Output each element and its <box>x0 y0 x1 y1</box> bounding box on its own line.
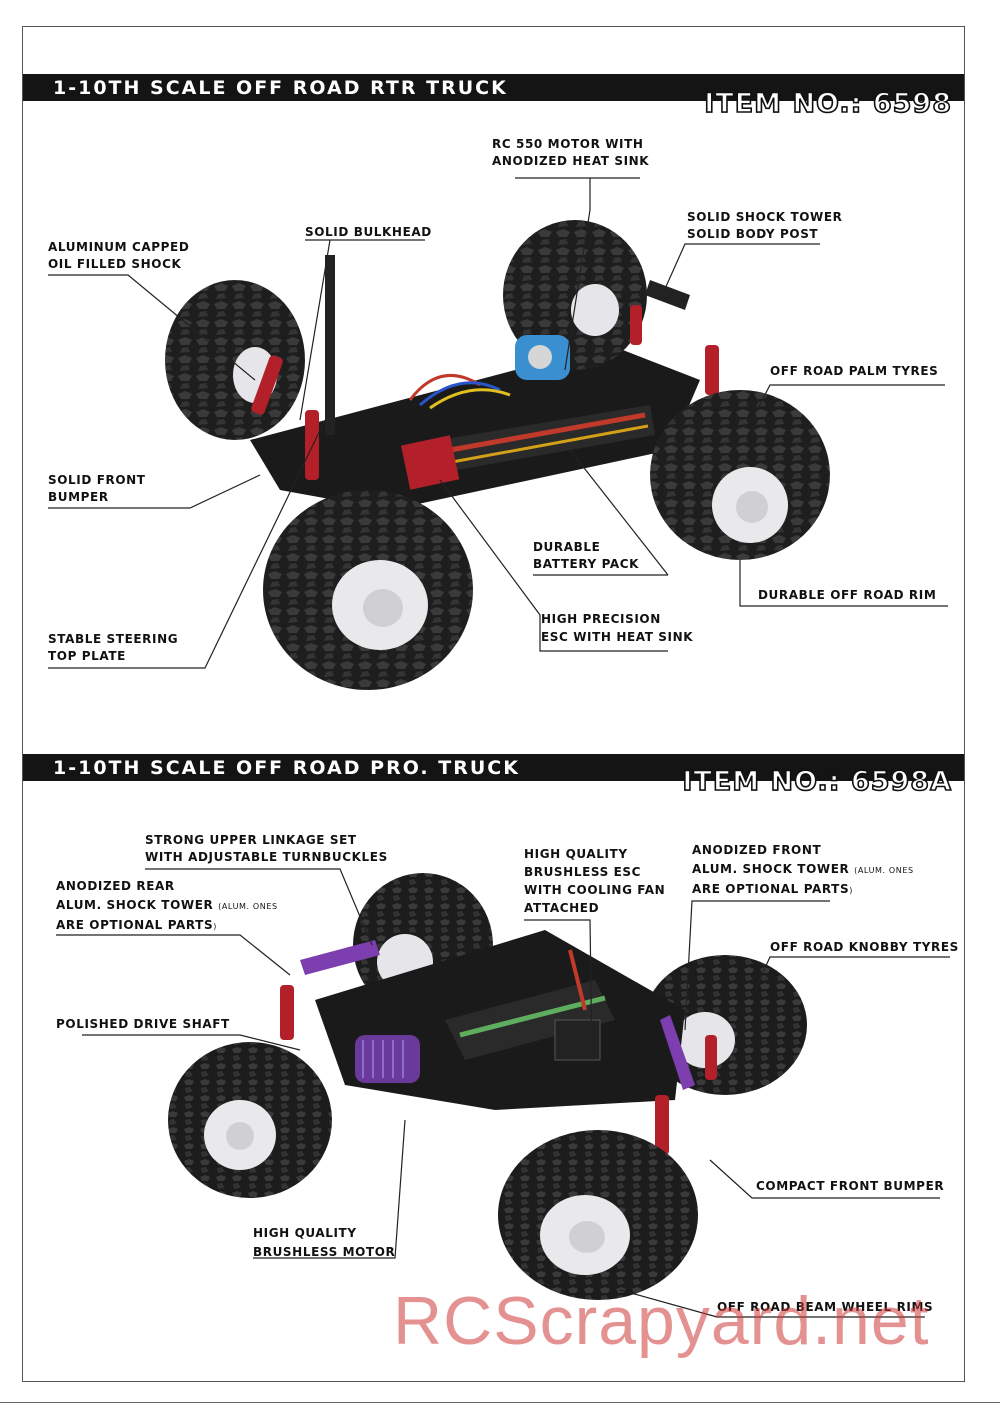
label-front-tower: ANODIZED FRONT ALUM. SHOCK TOWER (ALUM. … <box>692 843 914 896</box>
section2-item-number: ITEM NO.: 6598A <box>682 765 952 798</box>
shock2-rear <box>280 985 294 1040</box>
bottom-edge-line <box>0 1402 1000 1403</box>
shock2-front <box>655 1095 669 1155</box>
shock-front-right <box>705 345 719 395</box>
brushless-motor <box>355 1035 420 1083</box>
page-frame <box>22 26 965 1382</box>
shock-tower <box>645 280 690 310</box>
label-palm-tyres: OFF ROAD PALM TYRES <box>770 364 939 378</box>
tyre-rear-left <box>165 280 305 440</box>
bulkhead-post <box>325 255 335 435</box>
label-rim: DURABLE OFF ROAD RIM <box>758 588 937 602</box>
shock-front-left <box>305 410 319 480</box>
rear-shock-tower <box>300 940 380 975</box>
shock-rear-right <box>630 305 642 345</box>
rtr-truck-photo <box>165 220 830 690</box>
section2-title: 1-10TH SCALE OFF ROAD PRO. TRUCK <box>53 757 520 779</box>
section1-item-number: ITEM NO.: 6598 <box>703 87 952 120</box>
section2-banner: 1-10TH SCALE OFF ROAD PRO. TRUCK <box>23 754 964 781</box>
watermark: RCScrapyard.net <box>393 1283 930 1359</box>
label-bulkhead: SOLID BULKHEAD <box>305 225 432 239</box>
label-knobby: OFF ROAD KNOBBY TYRES <box>770 940 959 954</box>
section1-banner: 1-10TH SCALE OFF ROAD RTR TRUCK <box>23 74 964 101</box>
label-rear-tower: ANODIZED REAR ALUM. SHOCK TOWER (ALUM. O… <box>56 879 278 932</box>
shock-rear-left <box>251 355 283 415</box>
front-shock-tower <box>660 1015 695 1090</box>
label-compact-bumper: COMPACT FRONT BUMPER <box>756 1179 945 1193</box>
esc-heat-sink <box>400 435 460 490</box>
brushless-esc <box>554 1019 601 1061</box>
section1-title: 1-10TH SCALE OFF ROAD RTR TRUCK <box>53 77 508 99</box>
chassis-plate <box>250 345 700 510</box>
label-drive-shaft: POLISHED DRIVE SHAFT <box>56 1017 230 1031</box>
